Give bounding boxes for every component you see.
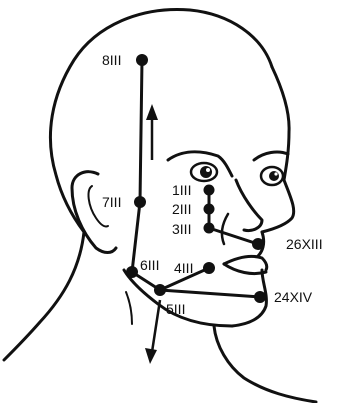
point-6iii [126, 266, 138, 278]
point-2iii [204, 204, 215, 215]
right-eye [261, 167, 283, 185]
point-1iii [204, 185, 215, 196]
label-2iii: 2III [172, 201, 191, 217]
label-1iii: 1III [172, 182, 191, 198]
neck-line [126, 292, 132, 324]
face-profile [262, 67, 294, 232]
front-neck-outline [214, 326, 316, 402]
lower-lip [224, 264, 266, 274]
downward-arrow [145, 300, 160, 364]
label-26xiii: 26XIII [286, 236, 323, 252]
head-outline [4, 9, 316, 402]
back-neck-outline [4, 232, 84, 360]
point-labels: 8III 7III 6III 5III 1III 2III 3III 4III … [102, 52, 323, 317]
label-4iii: 4III [174, 260, 193, 276]
left-eye [191, 163, 217, 181]
point-3iii [204, 223, 215, 234]
skull-outline [50, 9, 272, 232]
point-4iii [203, 262, 215, 274]
label-8iii: 8III [102, 52, 121, 68]
cheek-line [222, 214, 228, 244]
right-eyebrow [254, 152, 288, 160]
nose [236, 180, 262, 231]
label-7iii: 7III [102, 194, 121, 210]
point-8iii [136, 54, 148, 66]
point-5iii [154, 284, 166, 296]
ear-outline [72, 172, 116, 253]
meridian-line-5-to-24 [160, 290, 260, 297]
label-3iii: 3III [172, 221, 191, 237]
label-5iii: 5III [166, 301, 185, 317]
point-7iii [134, 196, 146, 208]
point-24xiv [254, 291, 266, 303]
upward-arrow [146, 104, 158, 160]
label-24xiv: 24XIV [274, 289, 313, 305]
label-6iii: 6III [140, 257, 159, 273]
point-26xiii [252, 238, 264, 250]
meridian-line-8-to-6 [132, 60, 142, 272]
